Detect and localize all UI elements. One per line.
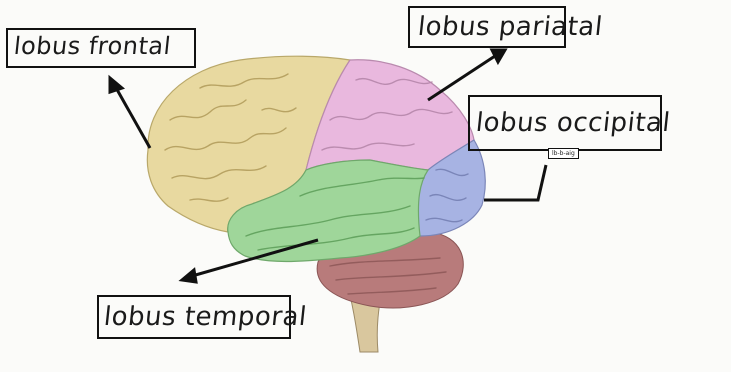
label-frontal: lobus frontal bbox=[13, 34, 172, 58]
label-occipital: lobus occipital bbox=[475, 110, 672, 136]
small-label: lb-b-aig bbox=[548, 148, 579, 159]
label-temporal: lobus temporal bbox=[103, 304, 308, 330]
label-parietal: lobus pariatal bbox=[417, 14, 604, 40]
